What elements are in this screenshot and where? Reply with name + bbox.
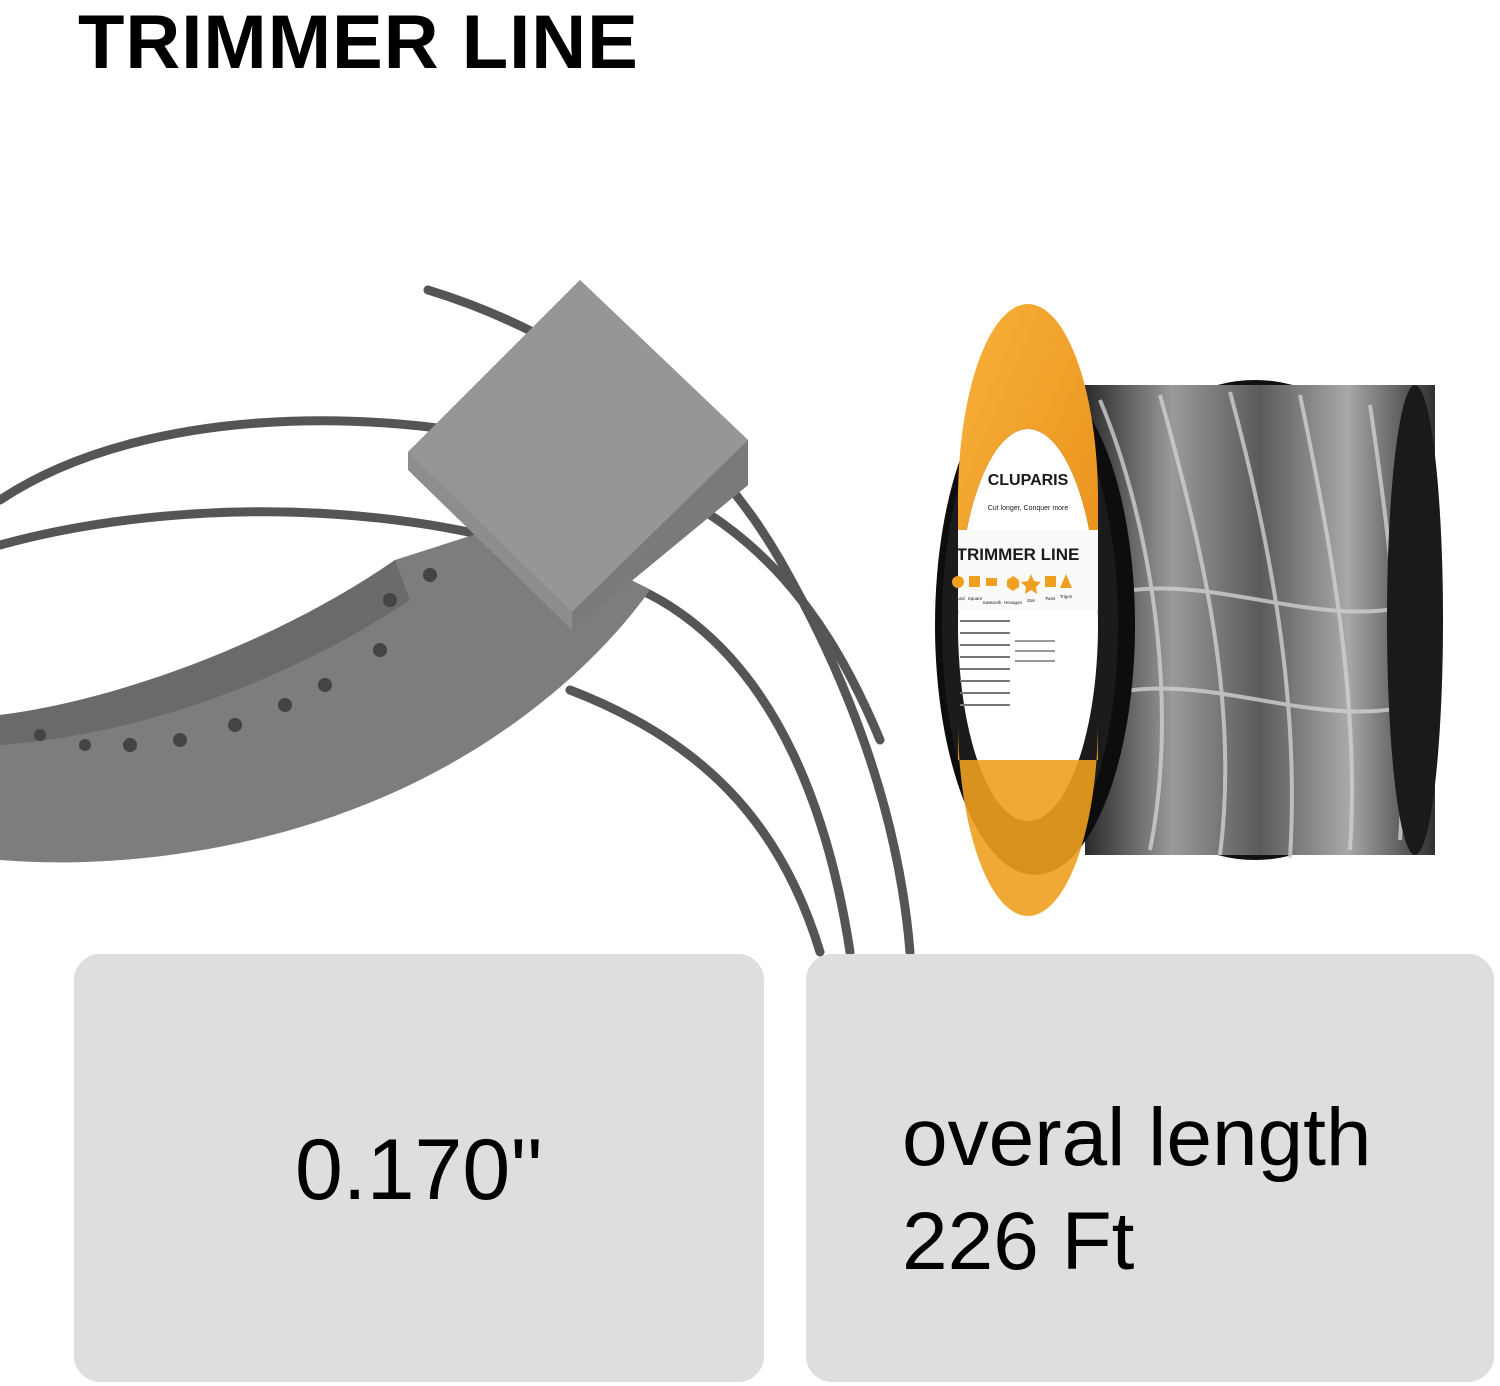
trimmer-line-crosssection-icon (0, 280, 748, 863)
length-value: 226 Ft (902, 1196, 1135, 1287)
shape-label: Twist (1045, 596, 1056, 601)
length-label: overal length (902, 1092, 1372, 1183)
shape-label: Round (951, 596, 965, 601)
spool-tagline: Cut longer, Conquer more (988, 505, 1069, 512)
shape-label: Square (968, 596, 983, 601)
diameter-value: 0.170'' (294, 1122, 544, 1218)
spool-icon: CLUPARIS Cut longer, Conquer more TRIMME… (935, 304, 1443, 916)
shape-label: Sawtooth (983, 600, 1002, 605)
spool-shape-labels: Round Square Sawtooth Hexagon Star Twist… (951, 594, 1072, 605)
length-card: overal length 226 Ft (806, 954, 1494, 1382)
page-title: TRIMMER LINE (78, 0, 639, 85)
shape-label: Trigon (1060, 594, 1073, 599)
length-text: overal length 226 Ft (902, 1086, 1372, 1294)
diameter-card: 0.170'' (74, 954, 764, 1382)
shape-label: Star (1027, 598, 1036, 603)
spool-brand: CLUPARIS (988, 472, 1069, 489)
shape-label: Hexagon (1004, 600, 1023, 605)
spool-product-name: TRIMMER LINE (957, 545, 1080, 564)
